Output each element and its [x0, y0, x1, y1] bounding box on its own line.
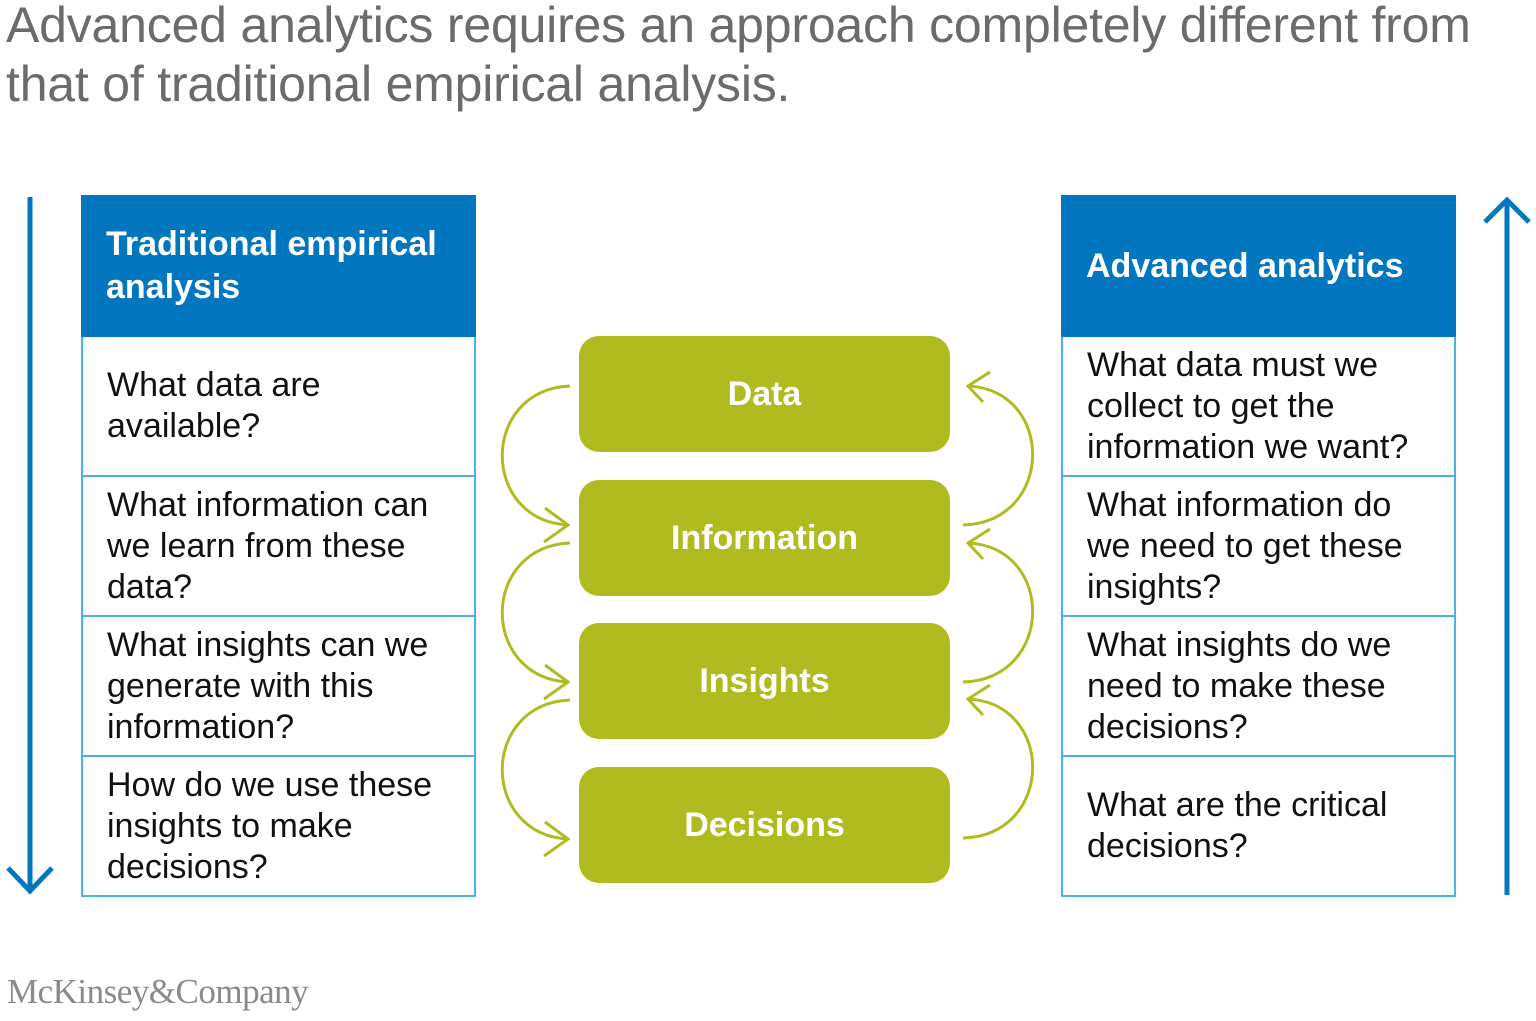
- traditional-analysis-column: Traditional empirical analysis What data…: [81, 195, 476, 897]
- question-cell: What are the critical decisions?: [1061, 757, 1456, 897]
- step-data: Data: [579, 336, 950, 452]
- question-cell: How do we use these insights to make dec…: [81, 757, 476, 897]
- question-cell: What data must we collect to get the inf…: [1061, 337, 1456, 477]
- curved-arrow-insights-to-information: [962, 527, 1035, 684]
- curved-arrow-data-to-information: [500, 384, 571, 544]
- question-cell: What data are available?: [81, 337, 476, 477]
- column-header: Advanced analytics: [1061, 195, 1456, 337]
- question-cell: What insights can we generate with this …: [81, 617, 476, 757]
- step-information: Information: [579, 480, 950, 596]
- down-arrow-icon: [6, 197, 54, 895]
- question-cell: What information do we need to get these…: [1061, 477, 1456, 617]
- curved-arrow-insights-to-decisions: [500, 698, 571, 858]
- page-title: Advanced analytics requires an approach …: [6, 0, 1471, 112]
- up-arrow-icon: [1483, 196, 1531, 895]
- column-header: Traditional empirical analysis: [81, 195, 476, 337]
- advanced-analytics-column: Advanced analytics What data must we col…: [1061, 195, 1456, 897]
- step-insights: Insights: [579, 623, 950, 739]
- mckinsey-logo: McKinsey&Company: [7, 972, 309, 1011]
- curved-arrow-information-to-insights: [500, 541, 571, 701]
- curved-arrow-information-to-data: [962, 370, 1035, 527]
- question-cell: What information can we learn from these…: [81, 477, 476, 617]
- curved-arrow-decisions-to-insights: [962, 683, 1035, 840]
- step-decisions: Decisions: [579, 767, 950, 883]
- question-cell: What insights do we need to make these d…: [1061, 617, 1456, 757]
